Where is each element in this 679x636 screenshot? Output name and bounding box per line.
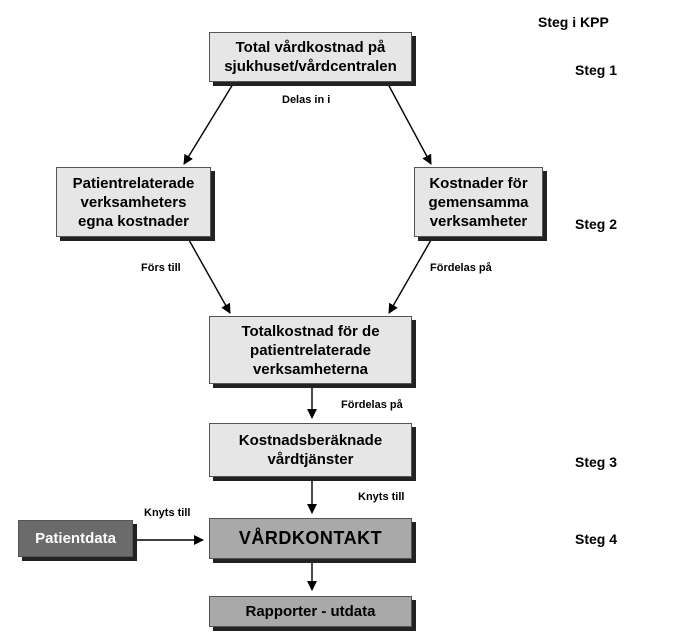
steg-header: Steg i KPP	[538, 14, 609, 30]
total-cost-box: Total vårdkostnad på sjukhuset/vårdcentr…	[209, 32, 412, 82]
reports-output-box: Rapporter - utdata	[209, 596, 412, 627]
patient-data-box: Patientdata	[18, 520, 133, 557]
common-costs-box: Kostnader för gemensamma verksamheter	[414, 167, 543, 237]
steg-3-label: Steg 3	[575, 454, 618, 470]
arrow-patient-related-to-total-patient	[188, 239, 231, 314]
total-patient-related-box: Totalkostnad för de patientrelaterade ve…	[209, 316, 412, 384]
steg-1-label: Steg 1	[575, 62, 618, 78]
cost-calculated-services-box: Kostnadsberäknade vårdtjänster	[209, 423, 412, 477]
label-fors-till: Förs till	[141, 262, 181, 274]
label-fordelas-pa-right: Fördelas på	[430, 262, 492, 274]
arrow-total-to-patient-related	[183, 83, 234, 165]
label-knyts-till-center: Knyts till	[358, 491, 405, 503]
patient-related-costs-box: Patientrelaterade verksamheters egna kos…	[56, 167, 211, 237]
arrow-total-to-common	[387, 83, 432, 165]
steg-2-label: Steg 2	[575, 216, 618, 232]
label-fordelas-pa-center: Fördelas på	[341, 399, 403, 411]
vardkontakt-box: VÅRDKONTAKT	[209, 518, 412, 559]
steg-4-label: Steg 4	[575, 531, 618, 547]
label-delas-in-i: Delas in i	[282, 94, 331, 106]
label-knyts-till-left: Knyts till	[144, 507, 191, 519]
arrow-common-to-total-patient	[388, 239, 432, 314]
